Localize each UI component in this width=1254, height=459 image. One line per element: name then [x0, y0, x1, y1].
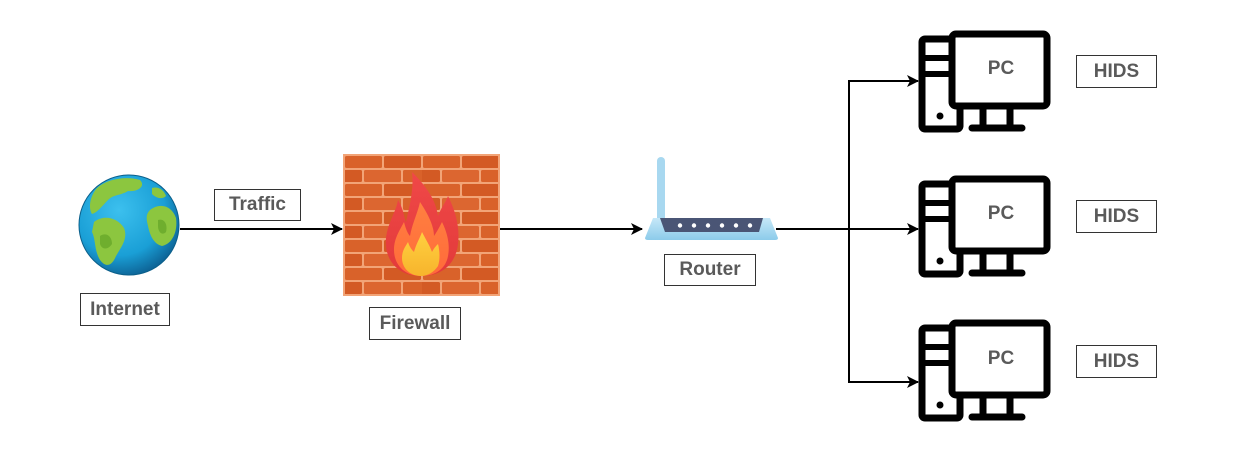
desktop-computer-icon[interactable] [918, 175, 1051, 278]
hids-label-1: HIDS [1076, 55, 1157, 88]
power-button [936, 257, 944, 265]
power-button [936, 112, 944, 120]
monitor-screen [948, 175, 1051, 255]
router-label: Router [664, 254, 756, 286]
connectors [180, 75, 919, 388]
firewall-label: Firewall [369, 307, 461, 340]
pc-1-label: PC [987, 58, 1015, 79]
hids-label-2: HIDS [1076, 200, 1157, 233]
monitor-screen [948, 319, 1051, 399]
pc-2-label: PC [987, 203, 1015, 224]
desktop-computer-icon[interactable] [918, 319, 1051, 422]
firewall-icon[interactable] [343, 154, 500, 296]
internet-label: Internet [80, 293, 170, 326]
traffic-edge-label: Traffic [214, 189, 301, 221]
globe-icon[interactable] [78, 174, 180, 276]
monitor-screen [948, 30, 1051, 110]
desktop-computer-icon[interactable] [918, 30, 1051, 133]
pc-3-label: PC [987, 348, 1015, 369]
power-button [936, 401, 944, 409]
hids-label-3: HIDS [1076, 345, 1157, 378]
router-icon[interactable] [645, 157, 778, 240]
